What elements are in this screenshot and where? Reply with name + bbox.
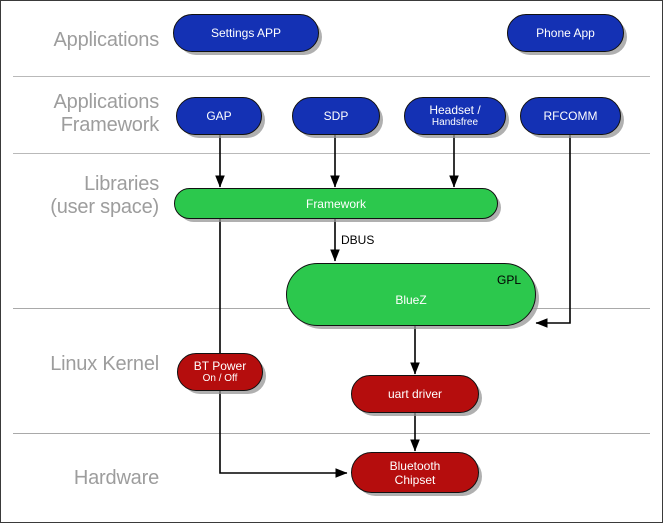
layer-label-hardware: Hardware	[73, 467, 159, 489]
layer-label-applications: Applications	[53, 29, 160, 51]
node-rfcomm-label: RFCOMM	[543, 109, 598, 123]
node-phone-app[interactable]: Phone App	[507, 14, 624, 52]
node-bluetooth-chipset-label: Bluetooth	[389, 458, 441, 473]
node-bt-power-sublabel: On / Off	[202, 373, 238, 384]
layer-label-libraries: Libraries (user space)	[50, 173, 159, 218]
node-framework[interactable]: Framework	[174, 188, 498, 219]
node-framework-label: Framework	[305, 196, 366, 211]
node-phone-app-label: Phone App	[536, 26, 595, 40]
node-bt-power-label: BT Power	[193, 359, 247, 373]
node-settings-app-label: Settings APP	[210, 26, 282, 40]
node-bluez-label: BlueZ	[395, 292, 427, 307]
separator-applications	[13, 76, 650, 77]
node-headset-handsfree[interactable]: Headset / Handsfree	[404, 97, 506, 135]
node-settings-app[interactable]: Settings APP	[173, 14, 319, 52]
node-uart-driver-label: uart driver	[387, 387, 443, 401]
node-headset-handsfree-label: Headset /	[429, 103, 481, 117]
separator-framework	[13, 153, 650, 154]
layer-label-linux-kernel: Linux Kernel	[50, 353, 159, 375]
wire-label-dbus: DBUS	[341, 233, 375, 247]
separator-kernel	[13, 433, 650, 434]
node-rfcomm[interactable]: RFCOMM	[520, 97, 621, 135]
node-gap[interactable]: GAP	[176, 97, 262, 135]
layer-label-applications-framework: Applications Framework	[53, 91, 160, 136]
node-bluez-license-tag: GPL	[496, 273, 521, 287]
node-headset-handsfree-sublabel: Handsfree	[431, 117, 479, 128]
node-gap-label: GAP	[206, 109, 232, 123]
node-bluetooth-chipset[interactable]: Bluetooth Chipset	[351, 452, 479, 493]
node-bluetooth-chipset-sublabel: Chipset	[394, 472, 436, 487]
node-sdp[interactable]: SDP	[292, 97, 380, 135]
wire-gap-to-chipset	[219, 219, 348, 478]
wire-rfcomm-to-bluez	[535, 134, 571, 328]
node-bt-power[interactable]: BT Power On / Off	[177, 353, 263, 391]
node-bluez[interactable]: GPL BlueZ	[286, 263, 536, 326]
node-sdp-label: SDP	[323, 109, 349, 123]
node-uart-driver[interactable]: uart driver	[351, 375, 479, 413]
